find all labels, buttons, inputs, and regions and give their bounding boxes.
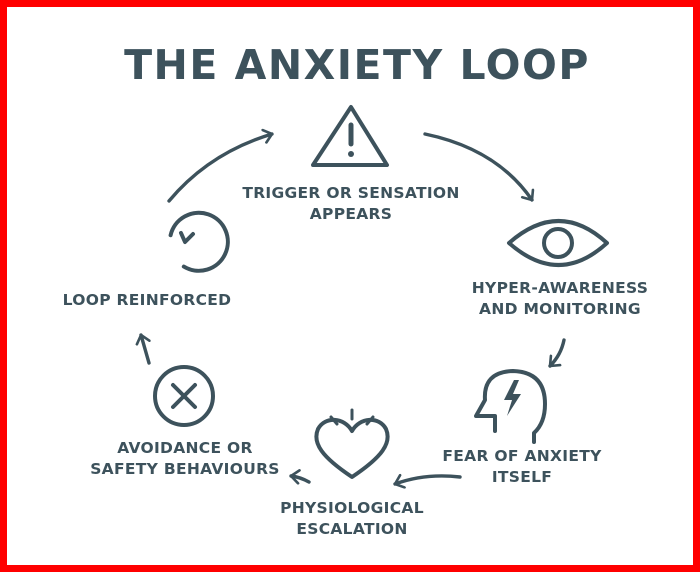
heart-icon xyxy=(314,408,390,479)
arrow-awareness-to-fear xyxy=(548,338,566,368)
circular-arrow-icon xyxy=(168,210,230,273)
x-circle-icon xyxy=(153,365,215,427)
loop-diagram xyxy=(135,105,609,489)
eye-icon xyxy=(507,219,609,267)
warning-triangle-icon xyxy=(311,105,389,167)
arrow-avoidance-to-reinforced xyxy=(135,333,151,365)
head-lightning-icon xyxy=(474,369,547,444)
stage-reinforced-label: LOOP REINFORCED xyxy=(62,291,232,309)
diagram-title: THE ANXIETY LOOP xyxy=(124,41,590,89)
arrow-reinforced-to-trigger xyxy=(167,128,274,203)
arrow-trigger-to-awareness xyxy=(423,132,535,202)
arrow-fear-to-escalation xyxy=(393,473,462,489)
arrow-escalation-to-avoidance xyxy=(289,469,311,485)
